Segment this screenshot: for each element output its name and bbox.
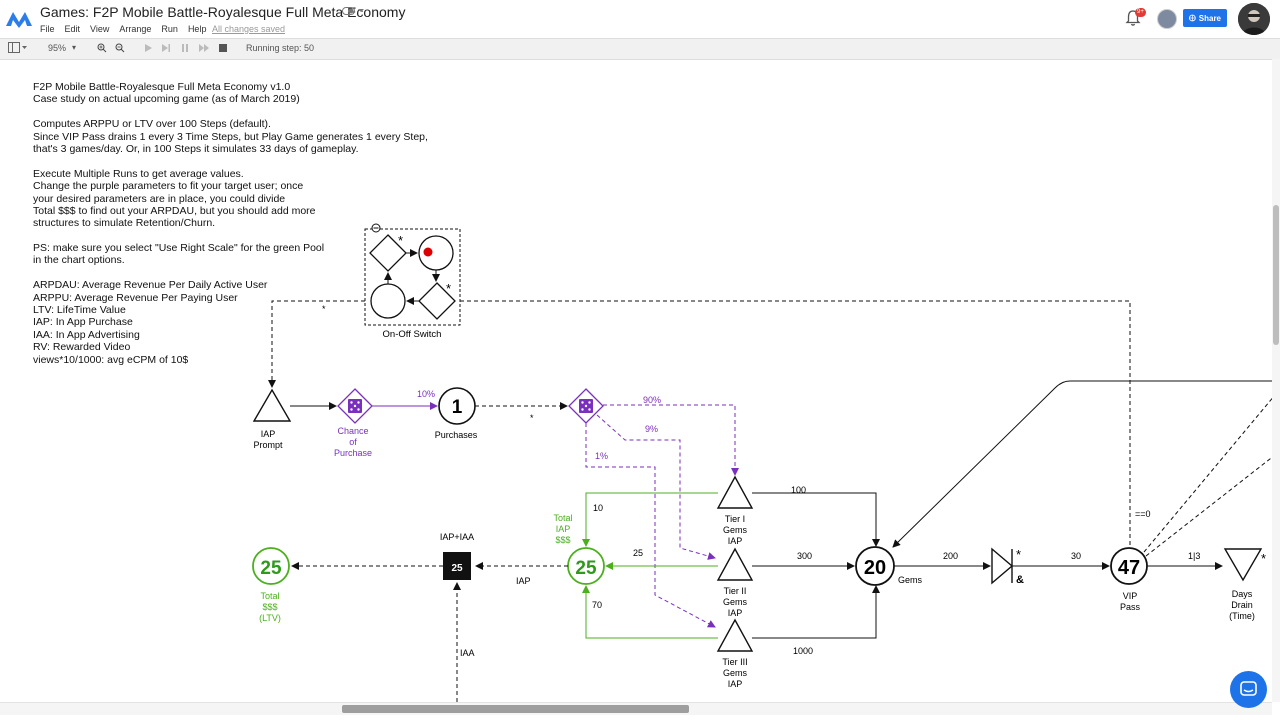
description-note[interactable]: F2P Mobile Battle-Royalesque Full Meta E… <box>33 81 428 366</box>
note-line: in the chart options. <box>33 254 125 267</box>
fast-forward-icon[interactable] <box>198 43 212 53</box>
menu-file[interactable]: File <box>40 24 55 34</box>
chat-icon <box>1240 681 1257 696</box>
menu-view[interactable]: View <box>90 24 110 34</box>
zoom-out-icon[interactable] <box>115 43 125 53</box>
menu-run[interactable]: Run <box>161 24 178 34</box>
note-line: Since VIP Pass drains 1 every 3 Time Ste… <box>33 130 428 143</box>
panel-toggle-icon[interactable] <box>8 42 28 54</box>
globe-icon <box>1189 14 1196 22</box>
stop-icon[interactable] <box>218 43 228 53</box>
vertical-scrollbar-thumb[interactable] <box>1273 205 1279 345</box>
document-title[interactable]: Games: F2P Mobile Battle-Royalesque Full… <box>40 4 406 20</box>
cloud-toggle-icon[interactable] <box>342 6 364 19</box>
note-line: Total $$$ to find out your ARPDAU, but y… <box>33 204 316 217</box>
support-chat-button[interactable] <box>1230 671 1267 708</box>
step-icon[interactable] <box>161 43 171 53</box>
zoom-dropdown-icon[interactable]: ▾ <box>72 43 77 52</box>
toolbar: 95% ▾ Running step: 50 <box>0 38 1280 60</box>
note-line: your desired parameters are in place, yo… <box>33 192 286 205</box>
note-line: RV: Rewarded Video <box>33 341 131 354</box>
menu-arrange[interactable]: Arrange <box>119 24 152 34</box>
zoom-in-icon[interactable] <box>97 43 107 53</box>
note-line: F2P Mobile Battle-Royalesque Full Meta E… <box>33 81 291 93</box>
note-line: IAA: In App Advertising <box>33 328 140 341</box>
note-line: Change the purple parameters to fit your… <box>33 180 304 193</box>
note-line: that's 3 games/day. Or, in 100 Steps it … <box>33 142 359 155</box>
running-step-status: Running step: 50 <box>246 43 315 53</box>
app-header: Games: F2P Mobile Battle-Royalesque Full… <box>0 0 1280 38</box>
share-label: Share <box>1198 13 1221 23</box>
play-icon[interactable] <box>143 43 153 53</box>
note-line: LTV: LifeTime Value <box>33 304 126 317</box>
pause-icon[interactable] <box>180 43 190 53</box>
menu-bar: File Edit View Arrange Run Help <box>40 24 206 34</box>
diagram-canvas[interactable]: F2P Mobile Battle-Royalesque Full Meta E… <box>0 59 1280 702</box>
note-line: ARPDAU: Average Revenue Per Daily Active… <box>33 279 268 292</box>
note-line: Execute Multiple Runs to get average val… <box>33 167 244 180</box>
user-avatar[interactable] <box>1238 3 1270 35</box>
zoom-level[interactable]: 95% <box>48 43 67 53</box>
share-button[interactable]: Share <box>1183 9 1227 27</box>
menu-edit[interactable]: Edit <box>64 24 81 34</box>
save-status[interactable]: All changes saved <box>212 24 286 34</box>
note-line: Case study on actual upcoming game (as o… <box>33 93 300 106</box>
notification-count-badge: 9+ <box>1135 8 1146 17</box>
note-line <box>33 267 428 279</box>
note-line: PS: make sure you select "Use Right Scal… <box>33 242 325 255</box>
note-line: structures to simulate Retention/Churn. <box>33 217 216 230</box>
horizontal-scrollbar-thumb[interactable] <box>342 705 689 713</box>
note-line: IAP: In App Purchase <box>33 316 133 329</box>
note-line: Computes ARPPU or LTV over 100 Steps (de… <box>33 118 271 131</box>
note-line: ARPPU: Average Revenue Per Paying User <box>33 291 238 304</box>
note-line: views*10/1000: avg eCPM of 10$ <box>33 353 189 366</box>
note-line <box>33 106 428 118</box>
app-logo-icon[interactable] <box>4 6 34 30</box>
menu-help[interactable]: Help <box>187 24 207 34</box>
collaborator-avatar[interactable] <box>1157 9 1177 29</box>
vertical-scrollbar-track[interactable] <box>1272 59 1280 702</box>
note-line <box>33 155 428 167</box>
note-line <box>33 230 428 242</box>
